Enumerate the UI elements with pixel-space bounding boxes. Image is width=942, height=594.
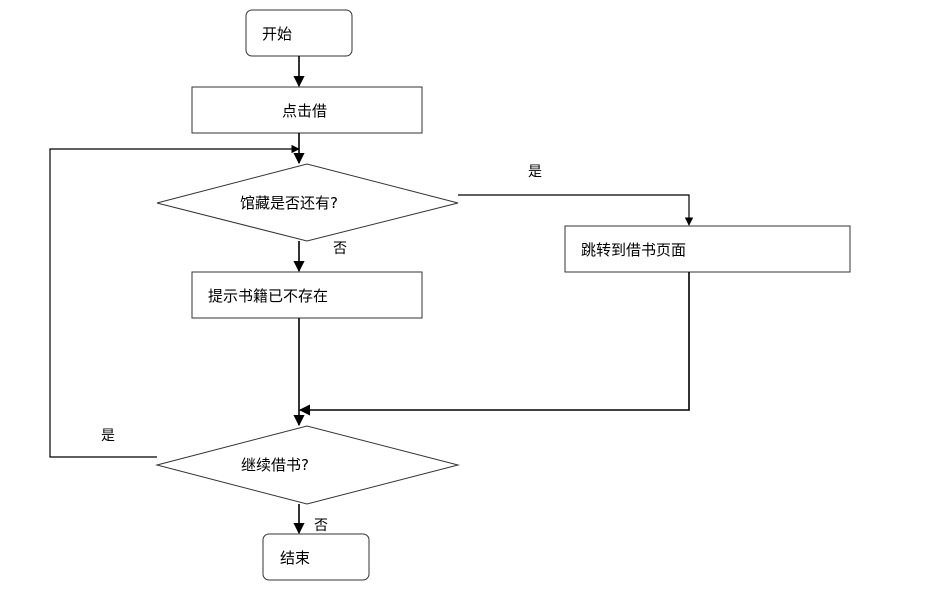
start-node: 开始 <box>245 9 353 57</box>
edge-stock-yes-label: 是 <box>528 164 542 180</box>
continue-decision: 继续借书? <box>155 425 460 505</box>
not-available-node: 提示书籍已不存在 <box>191 271 423 319</box>
end-node-label: 结束 <box>280 549 310 567</box>
edge-stock-no-label: 否 <box>333 241 347 257</box>
click-borrow-node: 点击借 <box>191 86 423 134</box>
click-borrow-node-label: 点击借 <box>282 102 327 120</box>
end-node: 结束 <box>262 533 370 581</box>
jump-page-node-label: 跳转到借书页面 <box>581 241 686 259</box>
edge-continue-yes-label: 是 <box>101 428 115 444</box>
start-node-label: 开始 <box>262 25 292 43</box>
edge-stock-yes-to-jump <box>458 194 694 226</box>
edge-jump-to-continue <box>298 272 690 416</box>
check-stock-decision-label: 馆藏是否还有? <box>240 194 338 212</box>
continue-decision-label: 继续借书? <box>241 456 309 474</box>
check-stock-decision: 馆藏是否还有? <box>156 163 459 242</box>
not-available-node-label: 提示书籍已不存在 <box>208 287 328 305</box>
edge-continue-no-label: 否 <box>314 518 328 534</box>
jump-page-node: 跳转到借书页面 <box>564 225 851 273</box>
edge-continue-yes-loop <box>49 144 300 458</box>
